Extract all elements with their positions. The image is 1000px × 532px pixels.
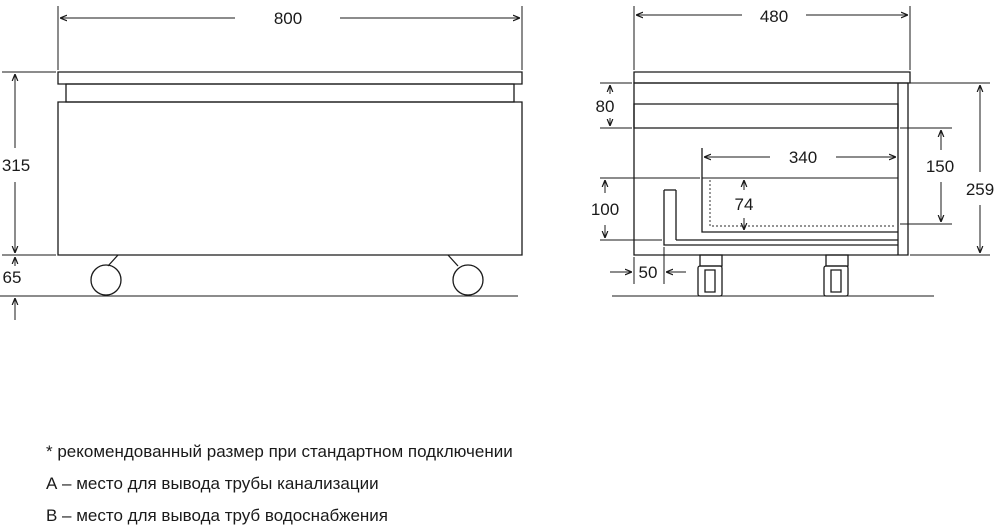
front-recess xyxy=(66,84,514,102)
side-top-panel xyxy=(634,104,898,128)
note-a-outlet: А – место для вывода трубы канализации xyxy=(46,474,379,493)
dim-front-height: 315 xyxy=(2,156,30,175)
technical-drawing: 800 315 65 xyxy=(0,0,994,420)
side-view xyxy=(600,6,990,296)
dim-side-depth: 480 xyxy=(760,7,788,26)
front-view xyxy=(0,6,522,320)
note-b-outlet: B – место для вывода труб водоснабжения xyxy=(46,506,388,525)
pipe-zone-dotted xyxy=(710,180,896,226)
dim-pipe-zone: 100 xyxy=(591,200,619,219)
side-caster-left xyxy=(698,255,722,296)
dim-inner-height: 74 xyxy=(735,195,754,214)
dim-leg-height: 65 xyxy=(3,268,22,287)
front-wheel-right xyxy=(448,255,483,295)
dim-offset: 50 xyxy=(639,263,658,282)
dim-front-width: 800 xyxy=(274,9,302,28)
front-wheel-left xyxy=(91,255,121,295)
dim-shelf-depth: 340 xyxy=(789,148,817,167)
note-recommended: * рекомендованный размер при стандартном… xyxy=(46,442,513,461)
dim-total-height: 259 xyxy=(966,180,994,199)
side-countertop xyxy=(634,72,910,83)
side-caster-right xyxy=(824,255,848,296)
front-countertop xyxy=(58,72,522,84)
legend-notes: * рекомендованный размер при стандартном… xyxy=(46,436,513,532)
side-drawer xyxy=(664,190,898,245)
dim-shelf-height: 150 xyxy=(926,157,954,176)
side-cabinet-body xyxy=(634,83,908,255)
front-cabinet-body xyxy=(58,102,522,255)
dim-top-panel: 80 xyxy=(596,97,615,116)
